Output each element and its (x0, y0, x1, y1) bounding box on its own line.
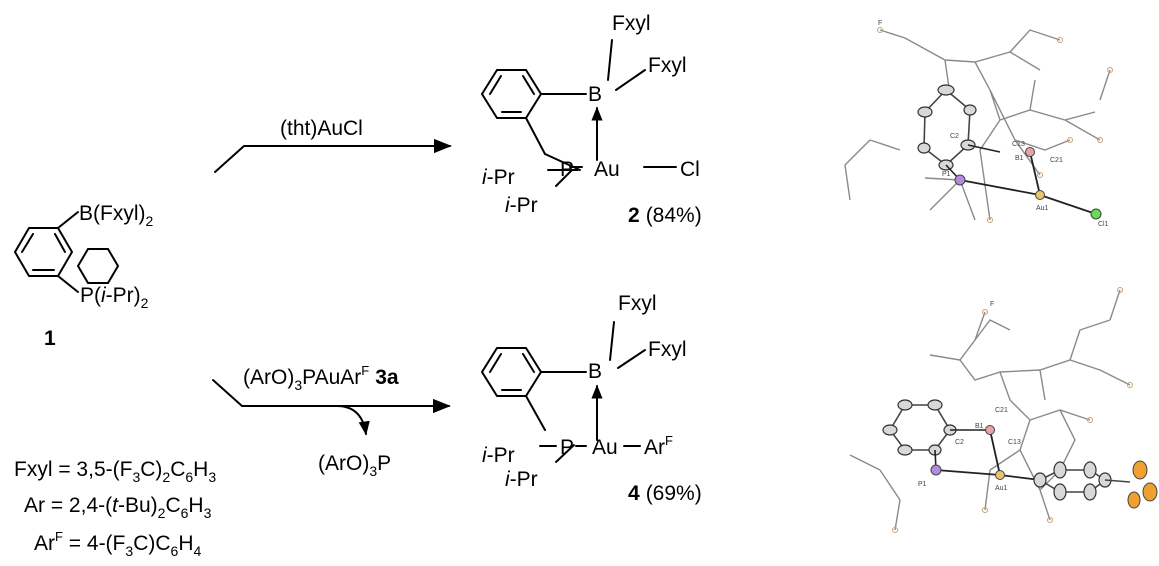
atom-label-cl1: Cl1 (1098, 221, 1109, 228)
compound-2-ipr-2: i-Pr (505, 194, 538, 217)
reaction-arrow-bottom (212, 379, 451, 414)
compound-2-structure (480, 39, 677, 187)
reagent-top: (tht)AuCl (280, 117, 363, 140)
crystal-structure-2: C2 C13 B1 C21 P1 Au1 Cl1 F (844, 20, 1113, 228)
definition-ar: Ar = 2,4-(t-Bu)2C6H3 (24, 494, 212, 521)
compound-4-label: 4(69%) (628, 482, 702, 505)
atom-label-c2-b: C2 (955, 439, 964, 446)
compound-2-ipr-1: i-Pr (482, 166, 515, 189)
compound-4-fxyl-right: Fxyl (648, 338, 687, 361)
byproduct-curved-arrow (336, 405, 370, 436)
atom-label-p1: P1 (942, 171, 951, 178)
atom-label-au1-b: Au1 (995, 485, 1008, 492)
compound-4-arf: ArF (644, 433, 673, 459)
compound-1-boron-group: B(Fxyl)2 (79, 202, 154, 229)
atom-label-c21-b: C21 (995, 407, 1008, 414)
atom-label-c21: C21 (1050, 157, 1063, 164)
atom-label-au1: Au1 (1036, 205, 1049, 212)
atom-label-c2: C2 (950, 133, 959, 140)
compound-4-phosphorus: P (560, 436, 574, 459)
atom-label-b1-b: B1 (975, 423, 984, 430)
atom-label-f-b: F (990, 301, 994, 308)
compound-2-phosphorus: P (560, 158, 574, 181)
compound-2-boron: B (588, 83, 602, 106)
compound-2-fxyl-right: Fxyl (648, 54, 687, 77)
compound-2-chloride: Cl (680, 158, 700, 181)
atom-label-f-top: F (878, 20, 882, 27)
atom-label-b1: B1 (1015, 155, 1024, 162)
reaction-arrow-top (214, 138, 452, 173)
compound-4-ipr-1: i-Pr (482, 444, 515, 467)
compound-2-gold: Au (594, 158, 620, 181)
compound-1-label: 1 (44, 327, 56, 350)
compound-1-phosphine-group: P(i-Pr)2 (80, 284, 149, 311)
byproduct: (ArO)3P (318, 452, 391, 479)
atom-label-c13-b: C13 (1008, 439, 1021, 446)
atom-label-c13: C13 (1012, 141, 1025, 148)
atom-label-p1-b: P1 (918, 481, 927, 488)
compound-4-fxyl-top: Fxyl (618, 292, 657, 315)
crystal-structure-4: C21 C2 B1 C13 P1 Au1 F (849, 287, 1158, 533)
compound-4-boron: B (588, 360, 602, 383)
compound-4-gold: Au (592, 436, 618, 459)
definition-arf: ArF = 4-(F3C)C6H4 (34, 529, 201, 559)
definition-fxyl: Fxyl = 3,5-(F3C)2C6H3 (14, 458, 216, 485)
compound-4-structure (480, 321, 646, 463)
compound-1-structure (13, 211, 120, 293)
compound-2-fxyl-top: Fxyl (612, 12, 651, 35)
compound-4-ipr-2: i-Pr (505, 468, 538, 491)
compound-2-label: 2(84%) (628, 204, 702, 227)
